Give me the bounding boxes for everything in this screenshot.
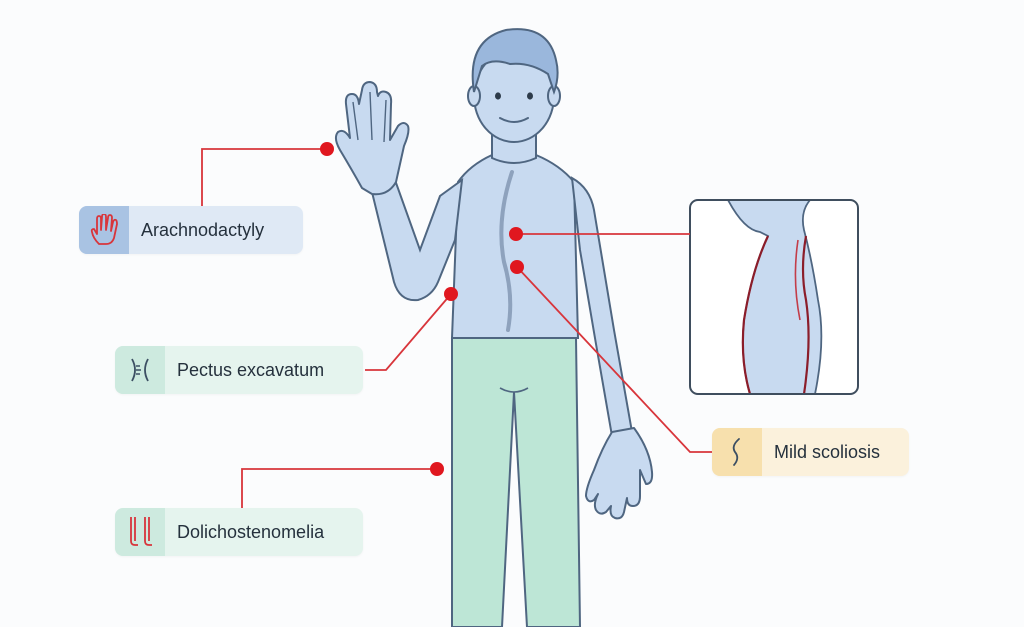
marker-dots — [320, 142, 524, 476]
dot-limbs — [430, 462, 444, 476]
spine-curve — [499, 170, 514, 332]
hanging-arm — [570, 176, 634, 438]
label-text: Mild scoliosis — [774, 441, 881, 462]
hair — [471, 28, 559, 95]
chest-icon — [115, 346, 165, 394]
label-text: Dolichostenomelia — [177, 521, 325, 542]
inset-side-view — [689, 199, 859, 395]
dot-scoliosis — [510, 260, 524, 274]
hand-icon — [79, 206, 129, 254]
label-pectus-excavatum: Pectus excavatum — [115, 346, 363, 394]
leader-lines — [201, 148, 712, 508]
raised-hand — [334, 81, 410, 196]
label-text: Arachnodactyly — [141, 219, 265, 240]
spine-curve-icon — [712, 428, 762, 476]
dot-spine-inset — [509, 227, 523, 241]
label-dolichostenomelia: Dolichostenomelia — [115, 508, 363, 556]
raised-arm — [368, 177, 464, 302]
dot-chest — [444, 287, 458, 301]
label-mild-scoliosis: Mild scoliosis — [712, 428, 909, 476]
pants — [451, 337, 582, 627]
torso — [450, 154, 580, 339]
label-arachnodactyly: Arachnodactyly — [79, 206, 303, 254]
dot-hand — [320, 142, 334, 156]
long-limbs-icon — [115, 508, 165, 556]
hanging-hand — [585, 427, 654, 520]
label-text: Pectus excavatum — [177, 359, 325, 380]
